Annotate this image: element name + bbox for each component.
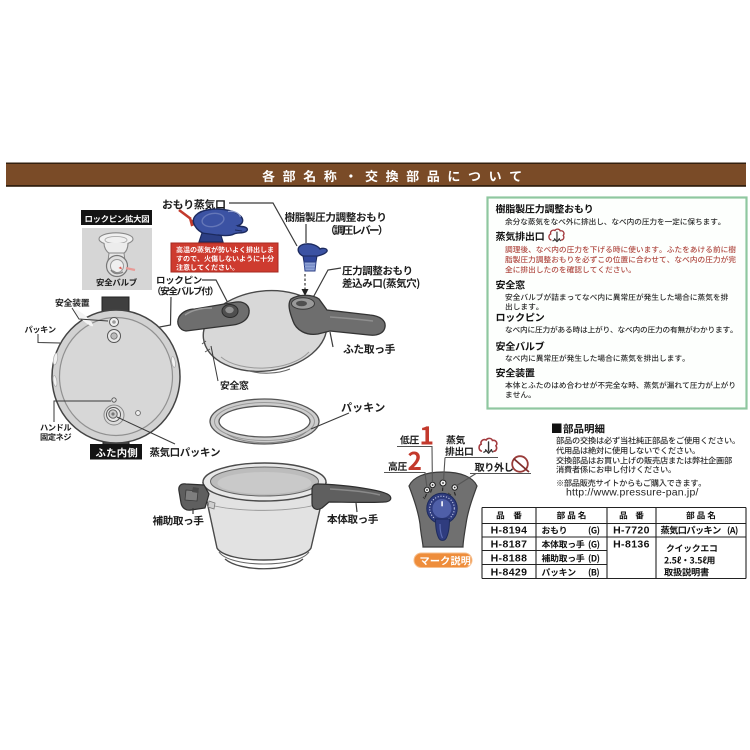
svg-text:H-8429: H-8429 <box>491 567 528 579</box>
svg-text:H-8194: H-8194 <box>491 525 528 537</box>
svg-text:H-7720: H-7720 <box>613 525 650 537</box>
svg-text:http://www.pressure-pan.jp/: http://www.pressure-pan.jp/ <box>566 487 699 499</box>
svg-text:H-8187: H-8187 <box>491 539 528 551</box>
svg-text:H-8136: H-8136 <box>613 539 650 551</box>
svg-text:H-8188: H-8188 <box>491 553 528 565</box>
